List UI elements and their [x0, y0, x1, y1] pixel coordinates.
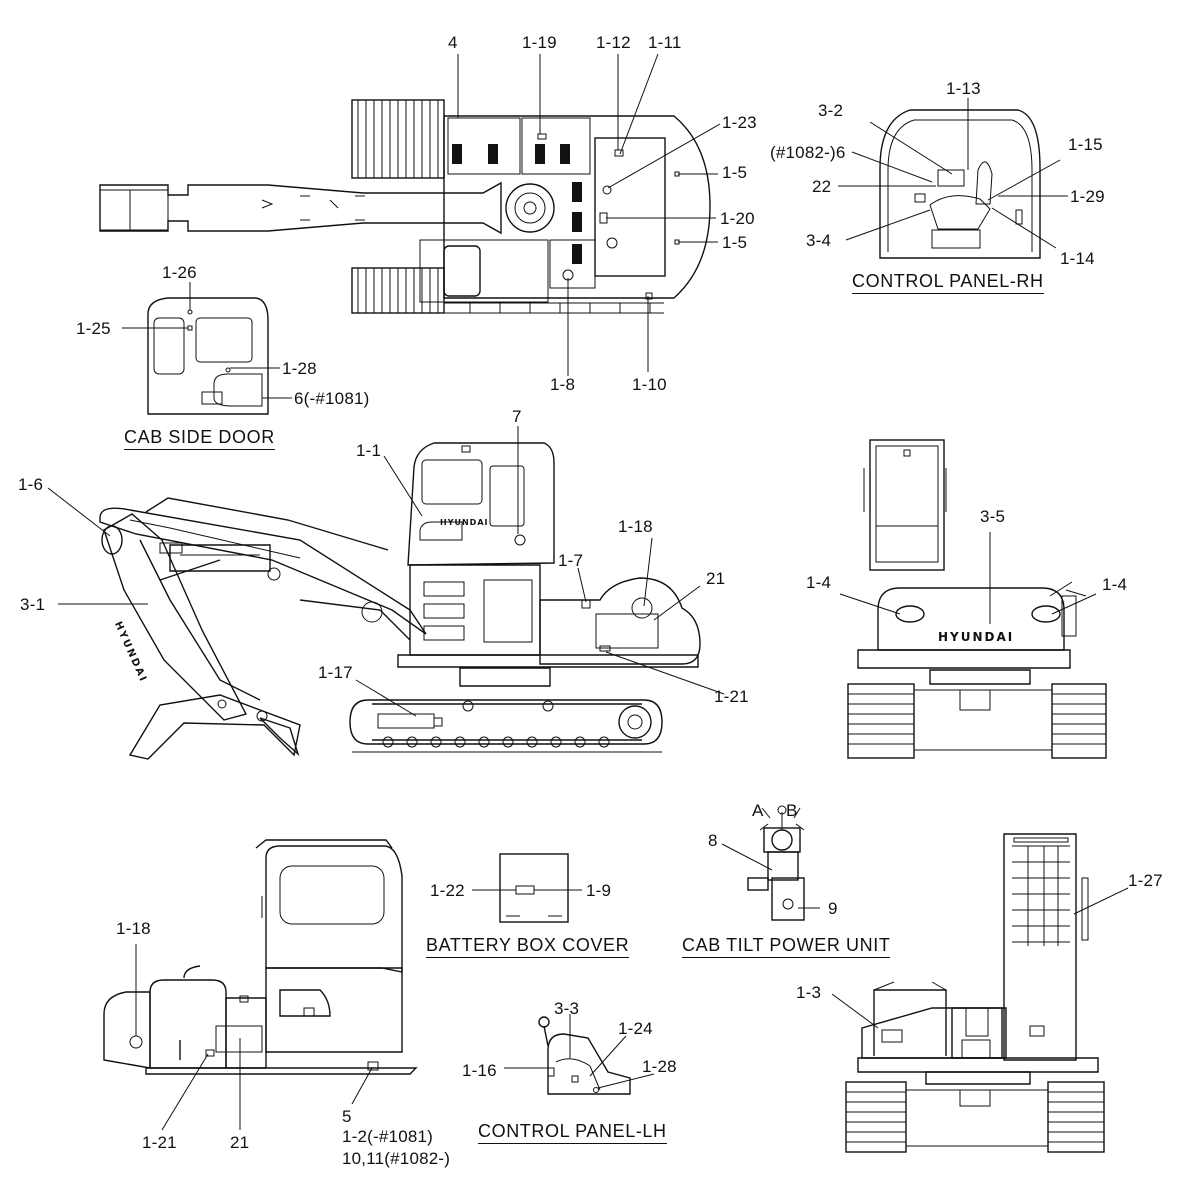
- callout-1-21-side: 1-21: [714, 687, 749, 706]
- callout-3-4: 3-4: [806, 231, 832, 250]
- rear-view-machine: [839, 439, 1107, 759]
- callout-1-24: 1-24: [618, 1019, 653, 1038]
- callout-1-23: 1-23: [722, 113, 757, 132]
- callout-1-2-minus-1081: 1-2(-#1081): [342, 1127, 434, 1146]
- callout-1-17: 1-17: [318, 663, 353, 682]
- callout-7: 7: [512, 407, 522, 426]
- callout-1-5-lower: 1-5: [722, 233, 748, 252]
- callout-1-6: 1-6: [18, 475, 44, 494]
- callout-1-10: 1-10: [632, 375, 667, 394]
- callout-1-20: 1-20: [720, 209, 755, 228]
- callout-1-16: 1-16: [462, 1061, 497, 1080]
- callout-6-minus-1081: 6(-#1081): [294, 389, 370, 408]
- callout-1-3: 1-3: [796, 983, 822, 1002]
- callout-1082-6: (#1082-)6: [770, 143, 846, 162]
- callout-1-1: 1-1: [356, 441, 382, 460]
- callout-1-21-left: 1-21: [142, 1133, 177, 1152]
- callout-21-side: 21: [706, 569, 726, 588]
- callout-1-12: 1-12: [596, 33, 631, 52]
- callout-5: 5: [342, 1107, 352, 1126]
- control-panel-lh-figure: [504, 1014, 655, 1095]
- callout-22: 22: [812, 177, 832, 196]
- callout-3-5: 3-5: [980, 507, 1006, 526]
- callout-4: 4: [448, 33, 458, 52]
- callout-21-left: 21: [230, 1133, 250, 1152]
- callout-1-5-upper: 1-5: [722, 163, 748, 182]
- top-view-machine: [99, 53, 721, 376]
- title-control-panel-lh: CONTROL PANEL-LH: [478, 1122, 667, 1144]
- cab-brand-decal: HYUNDAI: [440, 518, 489, 527]
- control-panel-rh-figure: [838, 98, 1068, 259]
- callout-10-11-1082: 10,11(#1082-): [342, 1149, 451, 1168]
- callout-1-9: 1-9: [586, 881, 612, 900]
- front-view-machine: [831, 833, 1129, 1153]
- side-view-machine: [47, 426, 725, 760]
- callout-a: A: [752, 801, 764, 820]
- title-cab-tilt-power-unit: CAB TILT POWER UNIT: [682, 936, 891, 958]
- title-cab-side-door: CAB SIDE DOOR: [124, 428, 275, 450]
- callout-1-14: 1-14: [1060, 249, 1095, 268]
- callout-1-7: 1-7: [558, 551, 584, 570]
- callout-1-4-right: 1-4: [1102, 575, 1128, 594]
- callout-1-13: 1-13: [946, 79, 981, 98]
- callout-1-11: 1-11: [648, 33, 682, 52]
- callout-1-27: 1-27: [1128, 871, 1163, 890]
- left-side-view-machine: [103, 839, 418, 1131]
- callout-3-1: 3-1: [20, 595, 46, 614]
- callout-1-18-left: 1-18: [116, 919, 151, 938]
- callout-1-18-side: 1-18: [618, 517, 653, 536]
- callout-1-4-left: 1-4: [806, 573, 832, 592]
- callout-1-28: 1-28: [282, 359, 317, 378]
- cab-side-door-figure: [122, 282, 292, 415]
- rear-brand-decal: HYUNDAI: [938, 630, 1015, 644]
- callout-1-8: 1-8: [550, 375, 576, 394]
- callout-b: B: [786, 801, 798, 820]
- title-battery-box-cover: BATTERY BOX COVER: [426, 936, 630, 958]
- callout-1-29: 1-29: [1070, 187, 1105, 206]
- cab-tilt-power-unit-figure: [721, 805, 820, 921]
- callout-1-28-lh: 1-28: [642, 1057, 677, 1076]
- callout-1-22: 1-22: [430, 881, 465, 900]
- callout-1-15: 1-15: [1068, 135, 1103, 154]
- callout-3-2: 3-2: [818, 101, 844, 120]
- callout-1-19: 1-19: [522, 33, 557, 52]
- title-control-panel-rh: CONTROL PANEL-RH: [852, 272, 1044, 294]
- callout-1-25: 1-25: [76, 319, 111, 338]
- battery-box-cover-figure: [472, 853, 582, 923]
- callout-8: 8: [708, 831, 718, 850]
- callout-1-26: 1-26: [162, 263, 197, 282]
- callout-9: 9: [828, 899, 838, 918]
- callout-3-3: 3-3: [554, 999, 580, 1018]
